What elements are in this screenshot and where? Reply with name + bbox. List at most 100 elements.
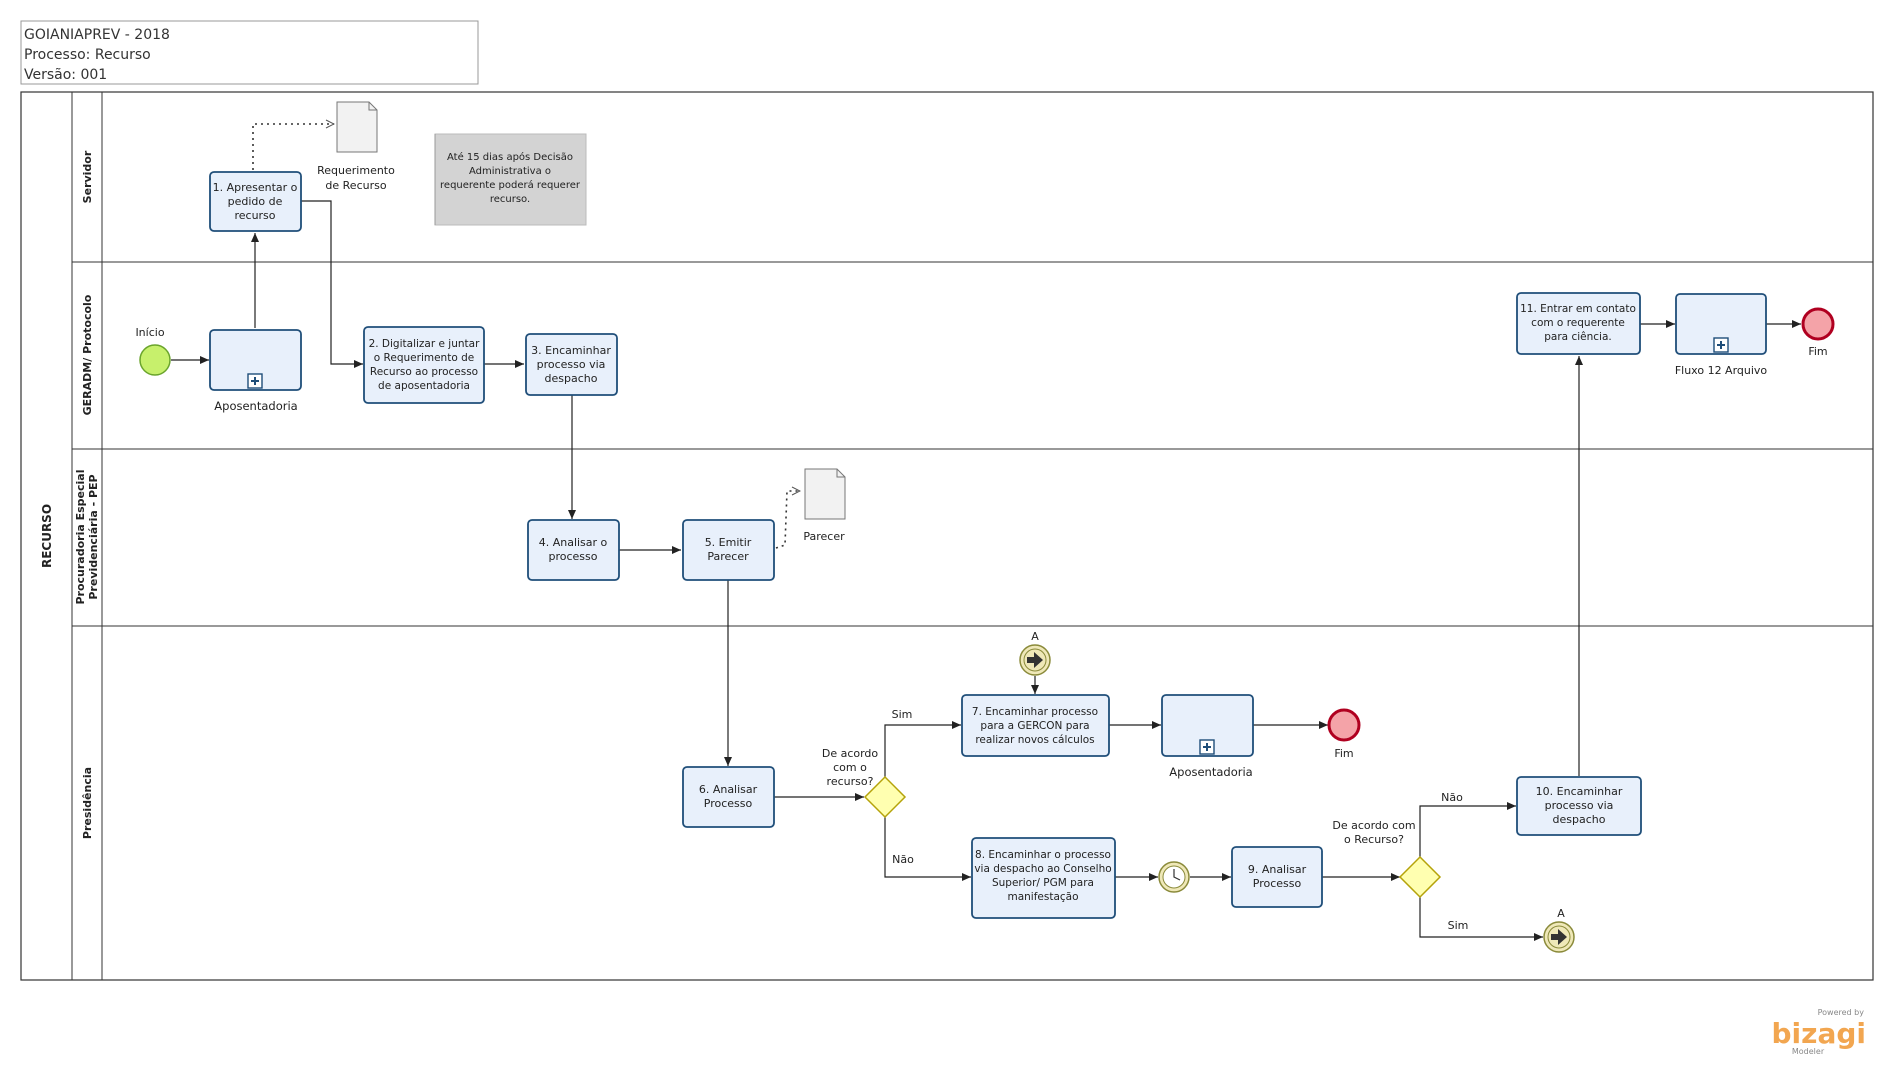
gateway-acordo-recurso-2-label-2: o Recurso?	[1344, 833, 1404, 846]
subprocess-aposentadoria-presidencia-label: Aposentadoria	[1169, 765, 1252, 779]
subprocess-aposentadoria-presidencia[interactable]	[1161, 694, 1254, 757]
arrow-icon	[1551, 929, 1567, 945]
gateway-acordo-recurso-label-3: recurso?	[827, 775, 874, 788]
arrow-icon	[1027, 652, 1043, 668]
task-encaminhar-conselho[interactable]: 8. Encaminhar o processo via despacho ao…	[971, 837, 1116, 919]
header-title: GOIANIAPREV - 2018	[24, 27, 170, 43]
timer-event[interactable]	[1158, 861, 1190, 893]
task-label-line: Recurso ao processo	[370, 366, 478, 378]
end-event-geradm-label: Fim	[1808, 345, 1827, 358]
gateway-acordo-recurso-2-label-1: De acordo com	[1332, 819, 1415, 832]
annotation-line: recurso.	[490, 194, 530, 205]
task-label-line: 7. Encaminhar processo	[972, 706, 1098, 718]
task-label-line: de aposentadoria	[378, 380, 470, 392]
document-parecer[interactable]	[804, 468, 846, 520]
end-event-presidencia[interactable]	[1327, 708, 1361, 742]
annotation-note: Até 15 dias após Decisão Administrativa …	[434, 133, 587, 226]
task-label-line: processo	[548, 550, 597, 563]
flow-label-g2-no: Não	[1441, 791, 1463, 804]
gateway-acordo-recurso[interactable]	[863, 775, 907, 819]
task-label-line: Parecer	[707, 550, 749, 563]
task-label-line: para a GERCON para	[980, 720, 1089, 732]
task-label-line: realizar novos cálculos	[975, 734, 1094, 746]
flow-g1-no	[884, 817, 971, 881]
task-label-line: recurso	[234, 209, 275, 222]
flow-label-g1-yes: Sim	[892, 708, 913, 721]
subprocess-fluxo-arquivo-label: Fluxo 12 Arquivo	[1675, 364, 1768, 377]
flow-label-g1-no: Não	[892, 853, 914, 866]
link-throw-event[interactable]	[1543, 921, 1575, 953]
subprocess-aposentadoria-geradm[interactable]	[209, 329, 302, 391]
task-label-line: 4. Analisar o	[539, 536, 608, 549]
task-label-line: o Requerimento de	[374, 352, 474, 364]
task-label-line: manifestação	[1007, 891, 1078, 903]
task-encaminhar-processo-10[interactable]: 10. Encaminhar processo via despacho	[1516, 776, 1642, 836]
task-label-line: 9. Analisar	[1248, 863, 1307, 876]
lane-presidencia-label: Presidência	[81, 767, 94, 839]
annotation-line: Até 15 dias após Decisão	[447, 151, 573, 163]
annotation-line: Administrativa o	[469, 166, 551, 177]
header-process: Processo: Recurso	[24, 47, 151, 63]
task-analisar-processo-presidencia[interactable]: 6. Analisar Processo	[682, 766, 775, 828]
task-label-line: 8. Encaminhar o processo	[975, 849, 1111, 861]
association-t5-doc2	[775, 491, 800, 549]
bizagi-watermark: Powered by bizagi Modeler	[1772, 1008, 1866, 1056]
start-event[interactable]	[139, 344, 171, 376]
task-label-line: Processo	[704, 797, 753, 810]
lane-servidor-label: Servidor	[81, 150, 94, 203]
flow-t1-to-t2	[301, 200, 363, 368]
pool-label: RECURSO	[40, 504, 54, 568]
task-encaminhar-gercon[interactable]: 7. Encaminhar processo para a GERCON par…	[961, 694, 1110, 757]
task-label-line: 6. Analisar	[699, 783, 758, 796]
subprocess-fluxo-arquivo[interactable]	[1675, 293, 1767, 355]
task-label-line: processo via	[1545, 799, 1614, 812]
lane-pep-label-2: Previdenciária - PEP	[87, 474, 100, 599]
watermark-powered: Powered by	[1818, 1008, 1865, 1017]
task-label-line: 5. Emitir	[705, 536, 752, 549]
task-label-line: 2. Digitalizar e juntar	[369, 338, 481, 350]
document-requerimento[interactable]	[336, 101, 378, 153]
lane-geradm-label: GERADM/ Protocolo	[81, 294, 94, 415]
document-requerimento-label-1: Requerimento	[317, 164, 395, 177]
task-label-line: despacho	[1553, 813, 1606, 826]
flow-g2-yes	[1419, 897, 1543, 941]
task-label-line: Processo	[1253, 877, 1302, 890]
task-label-line: pedido de	[228, 195, 283, 208]
task-label-line: 1. Apresentar o	[213, 181, 298, 194]
task-encaminhar-despacho[interactable]: 3. Encaminhar processo via despacho	[525, 333, 618, 396]
task-label-line: com o requerente	[1531, 317, 1625, 329]
subprocess-aposentadoria-geradm-label: Aposentadoria	[214, 399, 297, 413]
link-catch-event[interactable]	[1019, 644, 1051, 676]
task-apresentar-pedido[interactable]: 1. Apresentar o pedido de recurso	[209, 171, 302, 232]
header-box: GOIANIAPREV - 2018 Processo: Recurso Ver…	[20, 20, 479, 85]
watermark-product: Modeler	[1792, 1047, 1825, 1056]
task-label-line: Superior/ PGM para	[992, 877, 1094, 889]
task-label-line: via despacho ao Conselho	[974, 863, 1111, 875]
flow-g2-no	[1419, 802, 1516, 857]
document-requerimento-label-2: de Recurso	[325, 179, 386, 192]
gateway-acordo-recurso-label-1: De acordo	[822, 747, 879, 760]
task-analisar-o-processo[interactable]: 4. Analisar o processo	[527, 519, 620, 581]
task-label-line: 11. Entrar em contato	[1520, 303, 1636, 315]
task-analisar-processo-9[interactable]: 9. Analisar Processo	[1231, 846, 1323, 908]
flow-label-g2-yes: Sim	[1448, 919, 1469, 932]
task-digitalizar-juntar[interactable]: 2. Digitalizar e juntar o Requerimento d…	[363, 326, 485, 404]
link-catch-label: A	[1031, 630, 1039, 643]
task-label-line: despacho	[545, 372, 598, 385]
pool: RECURSO Servidor GERADM/ Protocolo Procu…	[20, 91, 1874, 981]
end-event-presidencia-label: Fim	[1334, 747, 1353, 760]
sequence-flows	[171, 200, 1801, 941]
header-version: Versão: 001	[24, 67, 107, 83]
lane-pep-label-1: Procuradoria Especial	[74, 469, 87, 604]
gateway-acordo-recurso-2[interactable]	[1398, 855, 1442, 899]
gateway-acordo-recurso-label-2: com o	[833, 761, 867, 774]
end-event-geradm[interactable]	[1801, 307, 1835, 341]
associations	[252, 124, 800, 549]
link-throw-label: A	[1557, 907, 1565, 920]
task-label-line: processo via	[537, 358, 606, 371]
task-emitir-parecer[interactable]: 5. Emitir Parecer	[682, 519, 775, 581]
task-label-line: 10. Encaminhar	[1536, 785, 1623, 798]
task-label-line: 3. Encaminhar	[531, 344, 611, 357]
task-entrar-contato[interactable]: 11. Entrar em contato com o requerente p…	[1516, 292, 1641, 355]
